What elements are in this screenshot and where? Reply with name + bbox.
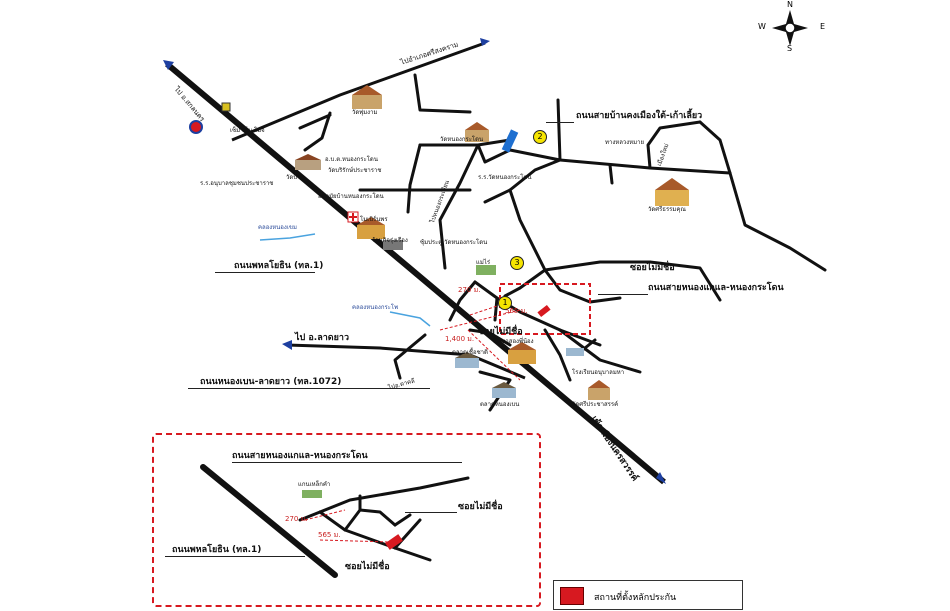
place-mai-phanphon: โมเบิร์นพร: [360, 216, 388, 223]
place-wat-sri-prachasan: วัดศรีประชาสรรค์: [572, 401, 619, 408]
marker-3: 3: [510, 256, 524, 270]
road-to-lat-yao: [282, 340, 526, 380]
inset-label-unnamed-soi-2: ซอยไม่มีชื่อ: [345, 562, 390, 572]
label-unnamed-soi-1: ซอยไม่มีชื่อ: [630, 263, 675, 273]
legend-swatch: [560, 587, 584, 605]
place-talat-chuea: ตลาดเชื้อชาติ: [452, 349, 488, 356]
marker-1: 1: [498, 296, 512, 310]
label-ban-khong-road: ถนนสายบ้านคงเมืองใต้-เก้าเลี้ยว: [576, 111, 703, 121]
place-talat-nong-ben: ตลาดหนองเบน: [480, 401, 520, 408]
road-to-sri-songkhram: [231, 38, 490, 142]
inset-leader-soi-1: [405, 512, 457, 513]
distance-565: 565 ม.: [505, 307, 528, 315]
inset-roads: [200, 464, 470, 578]
inset-label-nong-kae-road: ถนนสายหนองแกแล-หนองกระโดน: [232, 451, 368, 461]
compass-east: E: [820, 22, 826, 31]
inset-building: [302, 490, 322, 498]
compass-south: S: [787, 44, 793, 53]
inset-label-unnamed-soi-1: ซอยไม่มีชื่อ: [458, 502, 503, 512]
compass-west: W: [758, 22, 766, 31]
collateral-location-inset: [385, 534, 403, 550]
place-wat-pa: วัดป่า: [286, 174, 301, 181]
place-school-nong-kradon: ร.ร.วัดหนองกระโดน: [478, 174, 532, 181]
legend: สถานที่ตั้งหลักประกัน: [553, 580, 743, 610]
inset-leader-nong-kae: [232, 462, 462, 463]
place-health-center: อนามัยบ้านหนองกระโดน: [318, 193, 384, 200]
label-phahonyothin: ถนนพหลโยธิน (ทล.1): [234, 261, 324, 271]
place-wat-junction: ซุ้มประตู วัดหนองกระโดน: [420, 239, 488, 246]
inset-leader-phahonyothin: [165, 556, 305, 557]
inset-distance-565: 565 ม.: [318, 531, 341, 539]
place-sam-kan: ร้านกิจรุ่งเรือง: [372, 237, 408, 244]
focus-area-box: [499, 283, 591, 335]
place-mae-rai: แม่ไร่: [476, 259, 491, 266]
leader-nong-ben: [188, 388, 430, 389]
label-to-lat-yao: ไป อ.ลาดยาว: [295, 333, 349, 343]
inset-place: แกนเหล็กคำ: [298, 481, 331, 488]
place-nong-kae-sign: ทางหลวงหมาย: [605, 139, 644, 146]
marker-2: 2: [533, 130, 547, 144]
place-wat-borirak: วัดบริรักษ์ประชาราช: [328, 167, 382, 174]
distance-1400: 1,400 ม.: [445, 335, 475, 343]
label-unnamed-soi-2: ซอยไม่มีชื่อ: [478, 327, 523, 337]
compass-rose: [772, 10, 808, 46]
inset-distance-270: 270 ม.: [285, 515, 308, 523]
inset-distance-lines: [304, 509, 391, 543]
collateral-location-main: [537, 304, 551, 318]
place-school-sri: ร.ร.อนุบาลชุมชนประชาราช: [200, 180, 274, 187]
place-wat-kham-klang: วัดเขาสองพี่น้อง: [492, 338, 534, 345]
inset-label-phahonyothin: ถนนพหลโยธิน (ทล.1): [172, 545, 262, 555]
place-wat-sri-thammakhun: วัดศรีธรรมคุณ: [648, 206, 686, 213]
place-obt-nong-kradon: อ.บ.ต.หนองกระโดน: [325, 156, 378, 163]
distance-270: 270 ม.: [458, 286, 481, 294]
canal-water: [259, 129, 519, 327]
place-khlong-nong-krapho: คลองหนองกระโพ: [352, 304, 399, 311]
label-nong-kae-road: ถนนสายหนองแกแล-หนองกระโดน: [648, 283, 784, 293]
place-lerm-lerm: เซ็ม เซ็ม โมจิ: [230, 127, 265, 134]
distance-lines: [439, 304, 521, 381]
compass-north: N: [787, 0, 793, 9]
label-nong-ben-road: ถนนหนองเบน-ลาดยาว (ทล.1072): [200, 377, 342, 387]
leader-phahonyothin: [215, 272, 315, 273]
leader-ban-khong: [546, 122, 574, 123]
legend-label: สถานที่ตั้งหลักประกัน: [594, 593, 677, 603]
local-road-network: [298, 73, 827, 412]
leader-nong-kae: [598, 294, 648, 295]
inset-map: [152, 433, 541, 607]
place-wat-nong-kradon: วัดหนองกระโดน: [440, 136, 484, 143]
place-school-wat-tha: โรงเรียนอนุบาลมหา: [572, 369, 625, 376]
place-khlong-nong-khem: คลองหนองเขม: [258, 224, 297, 231]
building-icons: [295, 85, 689, 400]
route-shields: [189, 102, 231, 134]
place-wat-phu-ngam: วัดพุ่มงาม: [352, 109, 378, 116]
